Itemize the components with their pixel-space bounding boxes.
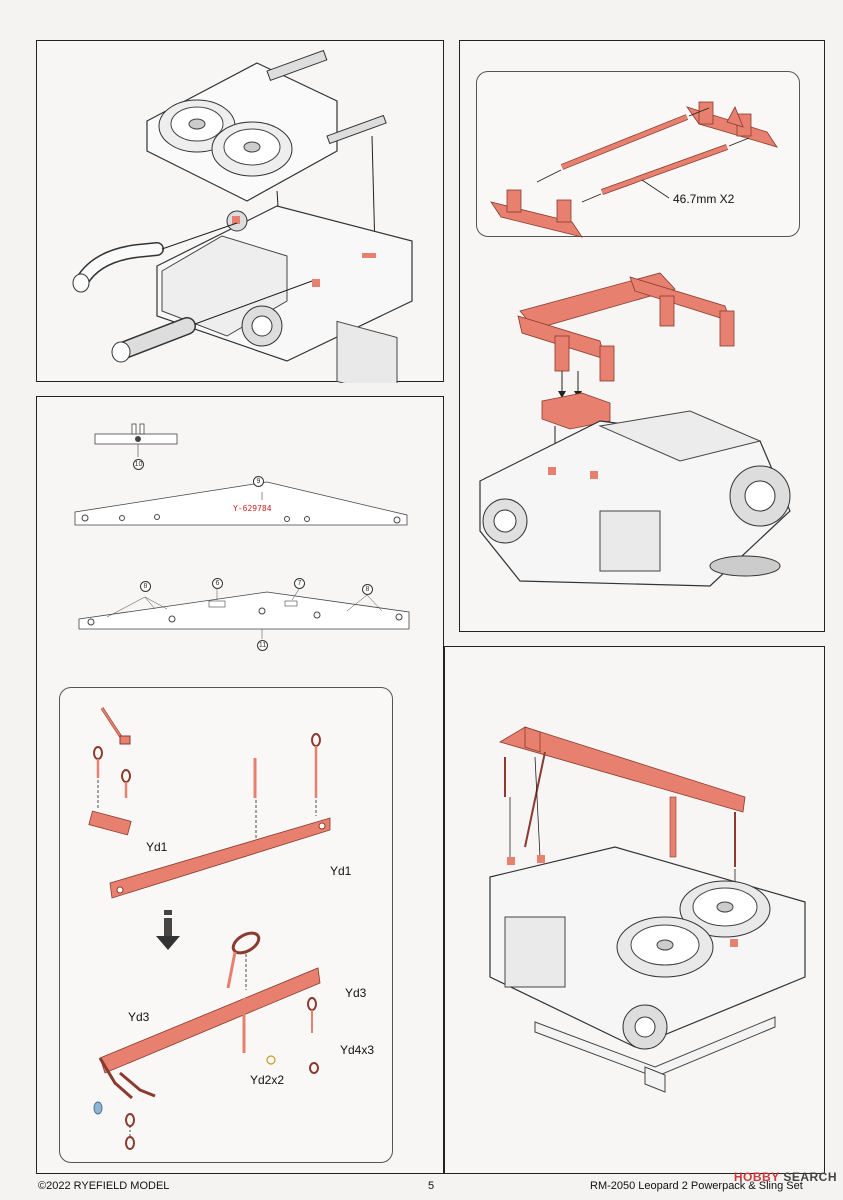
frame-assembly-illustration [490, 101, 778, 238]
panel-frame-engine: 46.7mm X2 [459, 40, 825, 632]
watermark: HOBBY SEARCH [734, 1170, 837, 1184]
part-number-10: 10 [133, 459, 144, 470]
part-number-9: 9 [253, 476, 264, 487]
crane-engine-illustration [489, 726, 806, 1093]
inset-sling-assembly: Yd1 Yd1 Yd3 Yd3 Yd4x3 Yd2x2 [59, 687, 393, 1163]
label-yd1-right: Yd1 [330, 864, 352, 878]
label-yd3-right: Yd3 [345, 986, 367, 1000]
watermark-hobby: HOBBY [733, 1170, 780, 1184]
panel-engine-exhaust [36, 40, 444, 383]
engine-exhaust-illustration [72, 49, 413, 383]
label-yd2x2: Yd2x2 [250, 1073, 285, 1087]
inset-frame-assembly: 46.7mm X2 [476, 71, 800, 238]
label-yd3-left: Yd3 [128, 1010, 150, 1024]
frame-engine-illustration [479, 272, 791, 587]
part-number-6: 6 [212, 578, 223, 589]
part-number-8b: 8 [362, 584, 373, 595]
watermark-search: SEARCH [783, 1170, 837, 1184]
part-number-7: 7 [294, 578, 305, 589]
rod-length-callout: 46.7mm X2 [673, 192, 735, 206]
etch-stamp-text: Y-629784 [233, 504, 272, 513]
panel-sling: Y-629784 10 9 8 6 7 8 11 [36, 396, 444, 1174]
etch-sheet-illustration [74, 423, 410, 639]
footer-page-number: 5 [428, 1180, 435, 1192]
footer-product-title: RM-2050 Leopard 2 Powerpack & Sling Set [590, 1180, 803, 1192]
footer-copyright: ©2022 RYEFIELD MODEL [38, 1180, 170, 1192]
label-yd1-left: Yd1 [146, 840, 168, 854]
label-yd4x3: Yd4x3 [340, 1043, 375, 1057]
panel-crane-engine [444, 646, 825, 1174]
part-number-8a: 8 [140, 581, 151, 592]
part-number-11: 11 [257, 640, 268, 651]
sling-assembly-illustration [88, 707, 331, 1150]
